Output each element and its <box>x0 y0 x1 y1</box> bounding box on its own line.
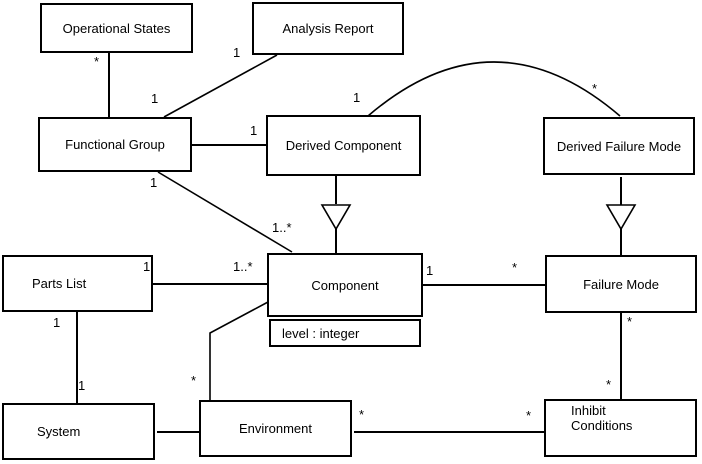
attribute-label: level : integer <box>282 325 360 341</box>
multiplicity-label: * <box>359 407 365 422</box>
class-functional-group: Functional Group <box>38 117 192 172</box>
multiplicity-label: * <box>592 81 598 96</box>
multiplicity-label: 1 <box>233 45 241 60</box>
class-derived-component: Derived Component <box>266 115 421 176</box>
multiplicity-label: * <box>191 373 197 388</box>
class-derived-failure-mode: Derived Failure Mode <box>543 117 695 175</box>
class-name: Component <box>311 277 379 293</box>
class-component-attributes: level : integer <box>269 319 421 347</box>
class-name: Failure Mode <box>583 276 659 292</box>
multiplicity-label: * <box>512 260 518 275</box>
class-operational-states: Operational States <box>40 3 193 53</box>
multiplicity-label: 1 <box>151 91 159 106</box>
class-failure-mode: Failure Mode <box>545 255 697 313</box>
multiplicity-label: * <box>606 377 612 392</box>
class-system: System <box>2 403 155 460</box>
edge-functional-group-component <box>157 171 293 253</box>
edge-derived-component-derived-failure-mode-arc <box>367 61 621 117</box>
multiplicity-label: 1 <box>53 315 61 330</box>
class-name: Derived Failure Mode <box>556 138 682 154</box>
class-name: Functional Group <box>65 137 165 152</box>
multiplicity-label: * <box>94 54 100 69</box>
class-name: Operational States <box>62 20 171 36</box>
multiplicity-label: 1 <box>250 123 258 138</box>
class-parts-list: Parts List <box>2 255 153 312</box>
class-name: Parts List <box>32 276 87 291</box>
class-name: System <box>37 424 81 439</box>
multiplicity-label: 1..* <box>272 220 292 235</box>
generalization-triangle-icon <box>320 204 352 231</box>
edge-component-environment <box>209 301 269 400</box>
multiplicity-label: 1 <box>78 378 86 393</box>
class-name: Analysis Report <box>282 21 374 36</box>
generalization-triangle-icon <box>605 204 637 231</box>
multiplicity-label: * <box>526 408 532 423</box>
multiplicity-label: * <box>627 314 633 329</box>
class-name: Derived Component <box>285 138 402 153</box>
class-inhibit-conditions: Inhibit Conditions <box>544 399 697 457</box>
multiplicity-label: 1 <box>150 175 158 190</box>
class-name: Environment <box>239 421 312 436</box>
class-name-line2: Conditions <box>571 418 633 433</box>
class-environment: Environment <box>199 400 352 457</box>
class-component: Component <box>267 253 423 317</box>
multiplicity-label: 1 <box>353 90 361 105</box>
multiplicity-label: 1 <box>143 259 151 274</box>
edge-functional-group-analysis-report <box>163 54 278 118</box>
class-analysis-report: Analysis Report <box>252 2 404 55</box>
class-name-line1: Inhibit <box>571 403 606 418</box>
multiplicity-label: 1..* <box>233 259 253 274</box>
multiplicity-label: 1 <box>426 263 434 278</box>
